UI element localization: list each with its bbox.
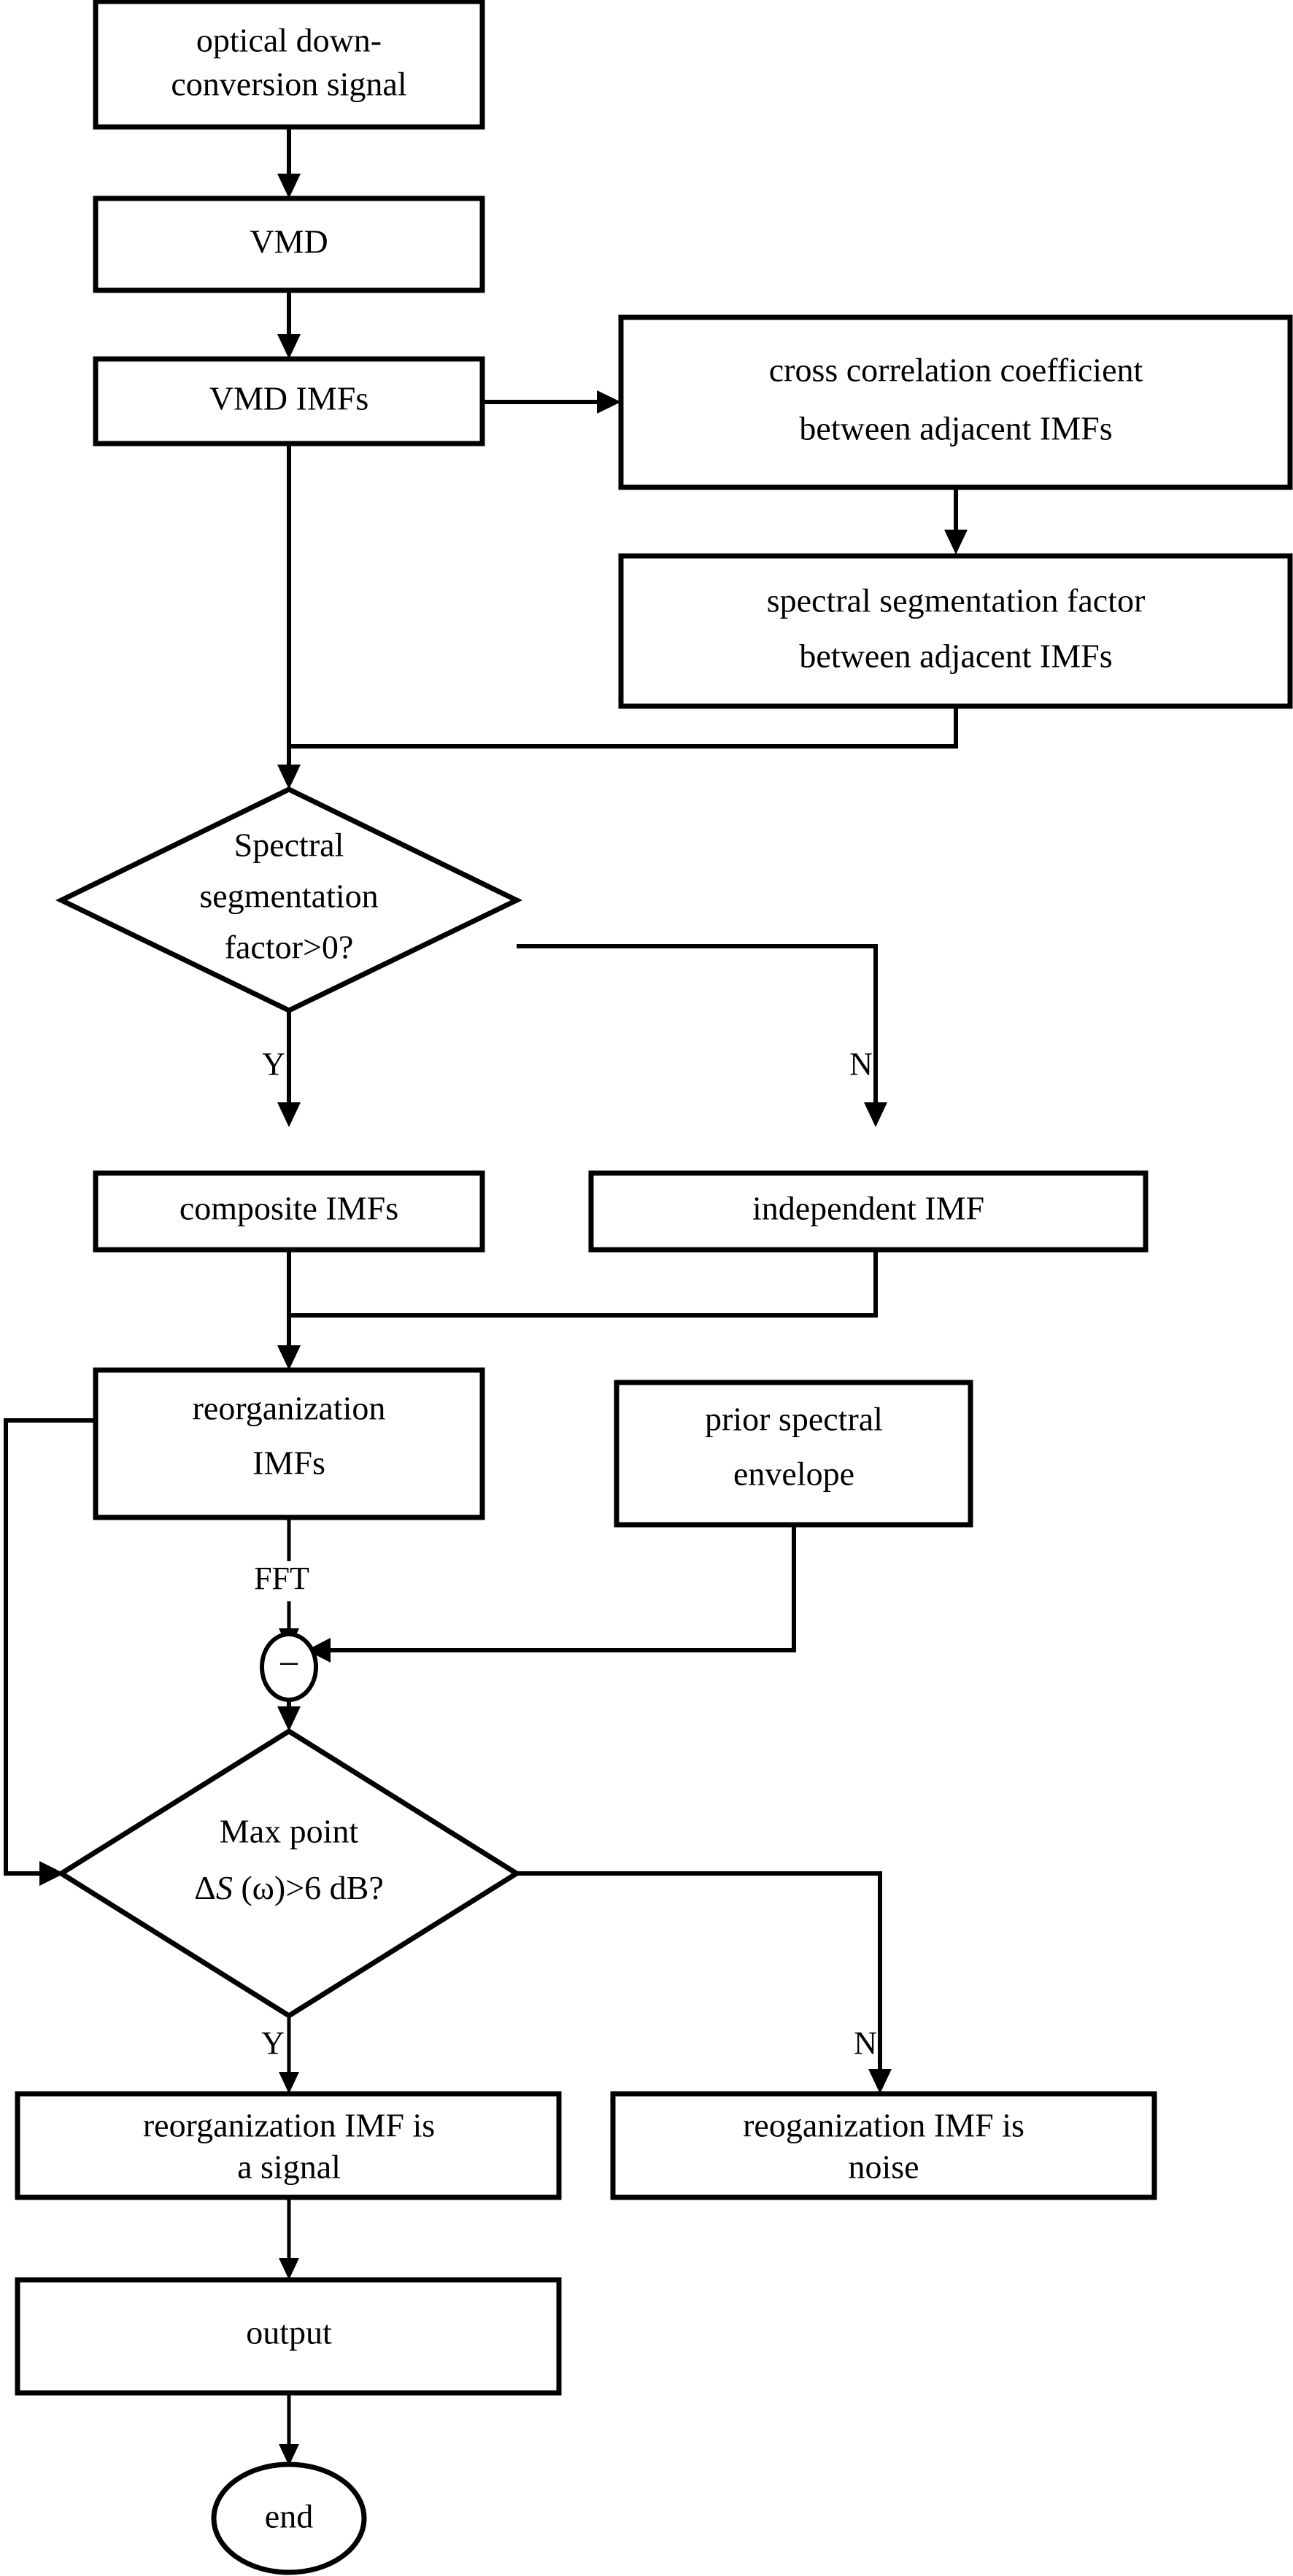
spectral-segmentation-factor-box[interactable] — [618, 553, 1293, 709]
s-symbol: S — [216, 1869, 233, 1906]
node-imf-signal[interactable]: reorganization IMF is a signal — [15, 2091, 562, 2200]
arrowhead-signal-to-output — [279, 2258, 299, 2280]
edge-decision1-no — [517, 944, 878, 1109]
independent-imf-box[interactable] — [588, 1170, 1149, 1253]
edge-feedback-loop — [4, 1418, 96, 1876]
imf-signal-box[interactable] — [15, 2091, 562, 2200]
imf-noise-label-line1: reoganization IMF is — [743, 2107, 1024, 2144]
output-box[interactable] — [15, 2277, 562, 2396]
node-imf-noise[interactable]: reoganization IMF is noise — [610, 2091, 1157, 2200]
reorganization-imfs-label-line1: reorganization — [193, 1390, 386, 1427]
imf-noise-label-line2: noise — [848, 2148, 919, 2186]
arrowhead-crosscorr-to-specseg — [944, 530, 968, 554]
start-signal-label-line1: optical down- — [196, 22, 382, 59]
node-cross-correlation[interactable]: cross correlation coefficient between ad… — [618, 314, 1293, 490]
node-end[interactable]: end — [211, 2461, 367, 2575]
arrowhead-envelope-to-op — [306, 1638, 331, 1663]
end-label: end — [265, 2498, 313, 2535]
prior-spectral-envelope-label-line1: prior spectral — [705, 1401, 883, 1438]
arrowhead-imfs-to-crosscorr — [597, 390, 621, 414]
cross-correlation-label-line1: cross correlation coefficient — [769, 352, 1143, 389]
arrowhead-composite-to-reorg — [277, 1345, 301, 1370]
arrowhead-decision1-yes — [277, 1102, 301, 1127]
composite-imfs-label: composite IMFs — [180, 1190, 398, 1227]
subtract-operator-circle[interactable] — [260, 1632, 318, 1702]
node-independent-imf[interactable]: independent IMF — [588, 1170, 1149, 1253]
edge-decision2-no — [517, 1871, 882, 2076]
independent-imf-label: independent IMF — [752, 1190, 984, 1227]
node-decision-maxpoint[interactable]: Max point ΔS (ω)>6 dB? — [56, 1728, 522, 2019]
decision-maxpoint-label-line2: ΔS (ω)>6 dB? — [194, 1869, 384, 1906]
maxpoint-rest: (ω)>6 dB? — [233, 1869, 384, 1906]
node-vmd[interactable]: VMD — [93, 196, 485, 293]
node-prior-spectral-envelope[interactable]: prior spectral envelope — [614, 1380, 973, 1528]
vmd-imfs-box[interactable] — [93, 356, 485, 446]
node-vmd-imfs[interactable]: VMD IMFs — [93, 356, 485, 446]
vmd-imfs-label: VMD IMFs — [209, 380, 369, 417]
composite-imfs-box[interactable] — [93, 1170, 485, 1253]
cross-correlation-label-line2: between adjacent IMFs — [799, 410, 1112, 447]
arrowhead-feedback-loop — [39, 1861, 64, 1886]
edge-independent-join — [289, 1250, 878, 1318]
imf-noise-box[interactable] — [610, 2091, 1157, 2200]
arrowhead-trunk-to-decision1 — [277, 765, 301, 789]
edge-layer — [4, 128, 968, 2466]
arrowhead-op-to-decision2 — [277, 1706, 301, 1731]
node-subtract-operator[interactable]: − — [260, 1632, 318, 1702]
imf-signal-label-line2: a signal — [237, 2148, 341, 2186]
arrowhead-vmd-to-imfs — [277, 334, 301, 359]
edge-label-maxpoint-no: N — [854, 2025, 877, 2061]
node-reorganization-imfs[interactable]: reorganization IMFs — [93, 1367, 485, 1520]
decision-maxpoint-label-line1: Max point — [220, 1813, 359, 1850]
edge-label-factor-no: N — [849, 1046, 873, 1082]
decision-factor-label-line3: factor>0? — [225, 929, 354, 966]
prior-spectral-envelope-label-line2: envelope — [733, 1455, 854, 1493]
vmd-box[interactable] — [93, 196, 485, 293]
decision-maxpoint-diamond[interactable] — [56, 1728, 522, 2019]
arrowhead-output-to-end — [279, 2444, 299, 2466]
start-signal-box[interactable] — [93, 0, 485, 130]
end-ellipse[interactable] — [211, 2461, 367, 2575]
spectral-segmentation-factor-label-line2: between adjacent IMFs — [799, 638, 1112, 675]
node-spectral-segmentation-factor[interactable]: spectral segmentation factor between adj… — [618, 553, 1293, 709]
reorganization-imfs-box[interactable] — [93, 1367, 485, 1520]
arrowhead-decision2-no — [868, 2069, 892, 2094]
arrowhead-start-to-vmd — [277, 174, 301, 198]
edge-specseg-to-trunk — [289, 706, 958, 749]
imf-signal-label-line1: reorganization IMF is — [143, 2107, 435, 2144]
start-signal-label-line2: conversion signal — [171, 66, 406, 103]
edge-label-maxpoint-yes: Y — [261, 2025, 285, 2061]
node-start-signal[interactable]: optical down- conversion signal — [93, 0, 485, 130]
node-decision-factor[interactable]: Spectral segmentation factor>0? — [55, 786, 523, 1013]
node-output[interactable]: output — [15, 2277, 562, 2396]
decision-factor-label-line2: segmentation — [199, 878, 378, 915]
arrowhead-decision1-no — [864, 1102, 887, 1127]
vmd-label: VMD — [250, 223, 328, 260]
decision-factor-diamond[interactable] — [55, 786, 523, 1013]
edge-label-fft: FFT — [254, 1560, 309, 1596]
edge-envelope-to-op — [325, 1525, 796, 1652]
cross-correlation-box[interactable] — [618, 314, 1293, 490]
decision-factor-label-line1: Spectral — [234, 827, 344, 864]
minus-icon: − — [278, 1644, 299, 1685]
node-composite-imfs[interactable]: composite IMFs — [93, 1170, 485, 1253]
spectral-segmentation-factor-label-line1: spectral segmentation factor — [767, 582, 1146, 619]
delta-symbol: Δ — [194, 1869, 216, 1906]
arrowhead-decision2-yes — [279, 2072, 299, 2094]
output-label: output — [246, 2314, 332, 2351]
edge-label-factor-yes: Y — [262, 1046, 285, 1082]
reorganization-imfs-label-line2: IMFs — [252, 1444, 325, 1482]
prior-spectral-envelope-box[interactable] — [614, 1380, 973, 1528]
